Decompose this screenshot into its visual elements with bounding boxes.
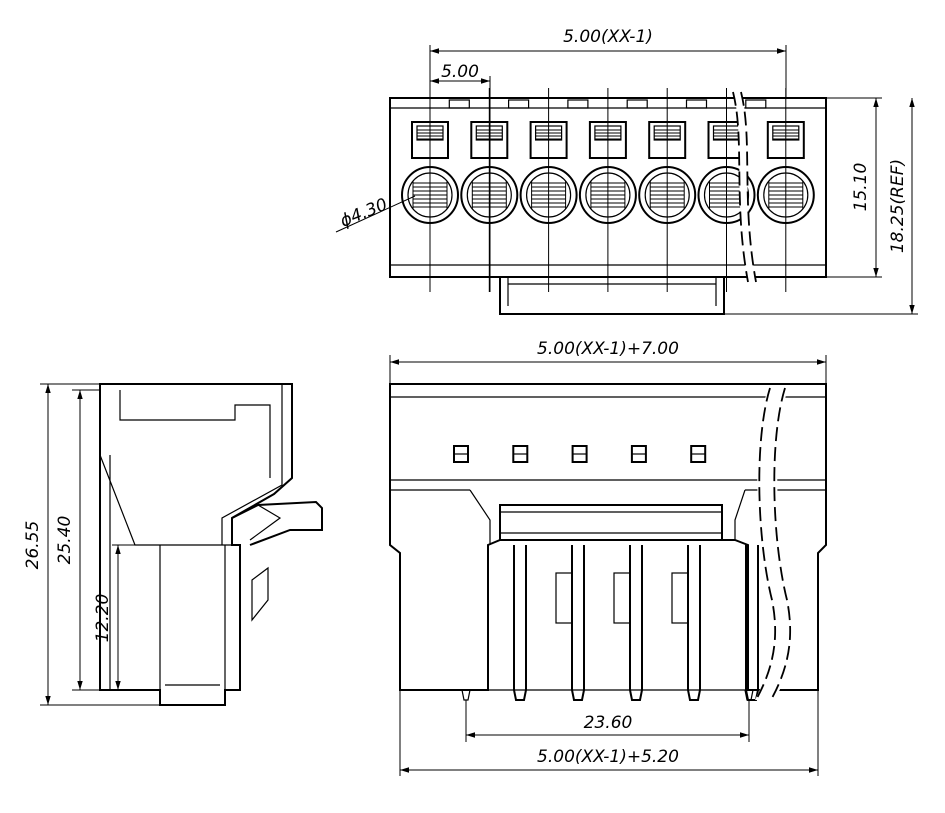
side-body-outline [99,383,293,706]
front-view: 5.00(XX-1)+7.00 23.60 5.00(XX-1)+5.20 [389,339,827,776]
front-window [453,445,469,463]
dim-side-12-20: 12.20 [93,594,113,643]
front-window [571,445,588,463]
top-bottom-tab [499,277,725,315]
side-inner-recess [119,390,271,478]
dim-side-25-40: 25.40 [55,516,75,565]
top-break-line-2 [740,91,757,283]
front-pin [613,545,643,701]
dim-front-width-top: 5.00(XX-1)+7.00 [537,339,679,359]
dim-pitch: 5.00 [441,62,479,82]
dim-front-width-bottom: 5.00(XX-1)+5.20 [537,747,679,767]
front-break-line-1 [756,387,777,699]
front-pin [555,545,585,701]
front-break-line-2 [771,387,792,699]
top-notch [508,99,530,109]
dim-height-15-10: 15.10 [851,163,871,212]
top-notch [567,99,589,109]
dim-height-ref: 18.25(REF) [888,159,908,253]
top-notch [745,99,767,109]
top-break-line-1 [732,91,749,283]
dim-side-total: 26.55 [23,521,43,570]
dim-pin-span: 23.60 [584,713,633,733]
front-window [630,445,647,463]
dim-hole-diameter: ϕ4.30 [337,195,390,232]
front-pins [461,545,759,701]
front-pin [745,545,759,701]
top-view: 5.00(XX-1) 5.00 ϕ4.30 15.10 18.25(REF) [335,27,918,315]
top-notches [448,99,767,109]
front-top-rail [499,504,723,541]
top-notch [685,99,708,109]
top-notch [448,99,470,109]
side-view: 26.55 25.40 12.20 [23,383,323,706]
dim-leader-hole [335,195,416,233]
side-latch [231,500,323,546]
side-lower-tab [251,566,269,622]
front-window [512,445,529,463]
top-notch [626,99,648,109]
edge-pin-stub [461,689,471,701]
top-extension-lines [429,88,787,292]
front-pin [671,545,701,701]
front-window [690,445,707,463]
front-pin [513,545,527,701]
front-windows [453,445,707,463]
dim-top-overall-pitch: 5.00(XX-1) [563,27,653,47]
